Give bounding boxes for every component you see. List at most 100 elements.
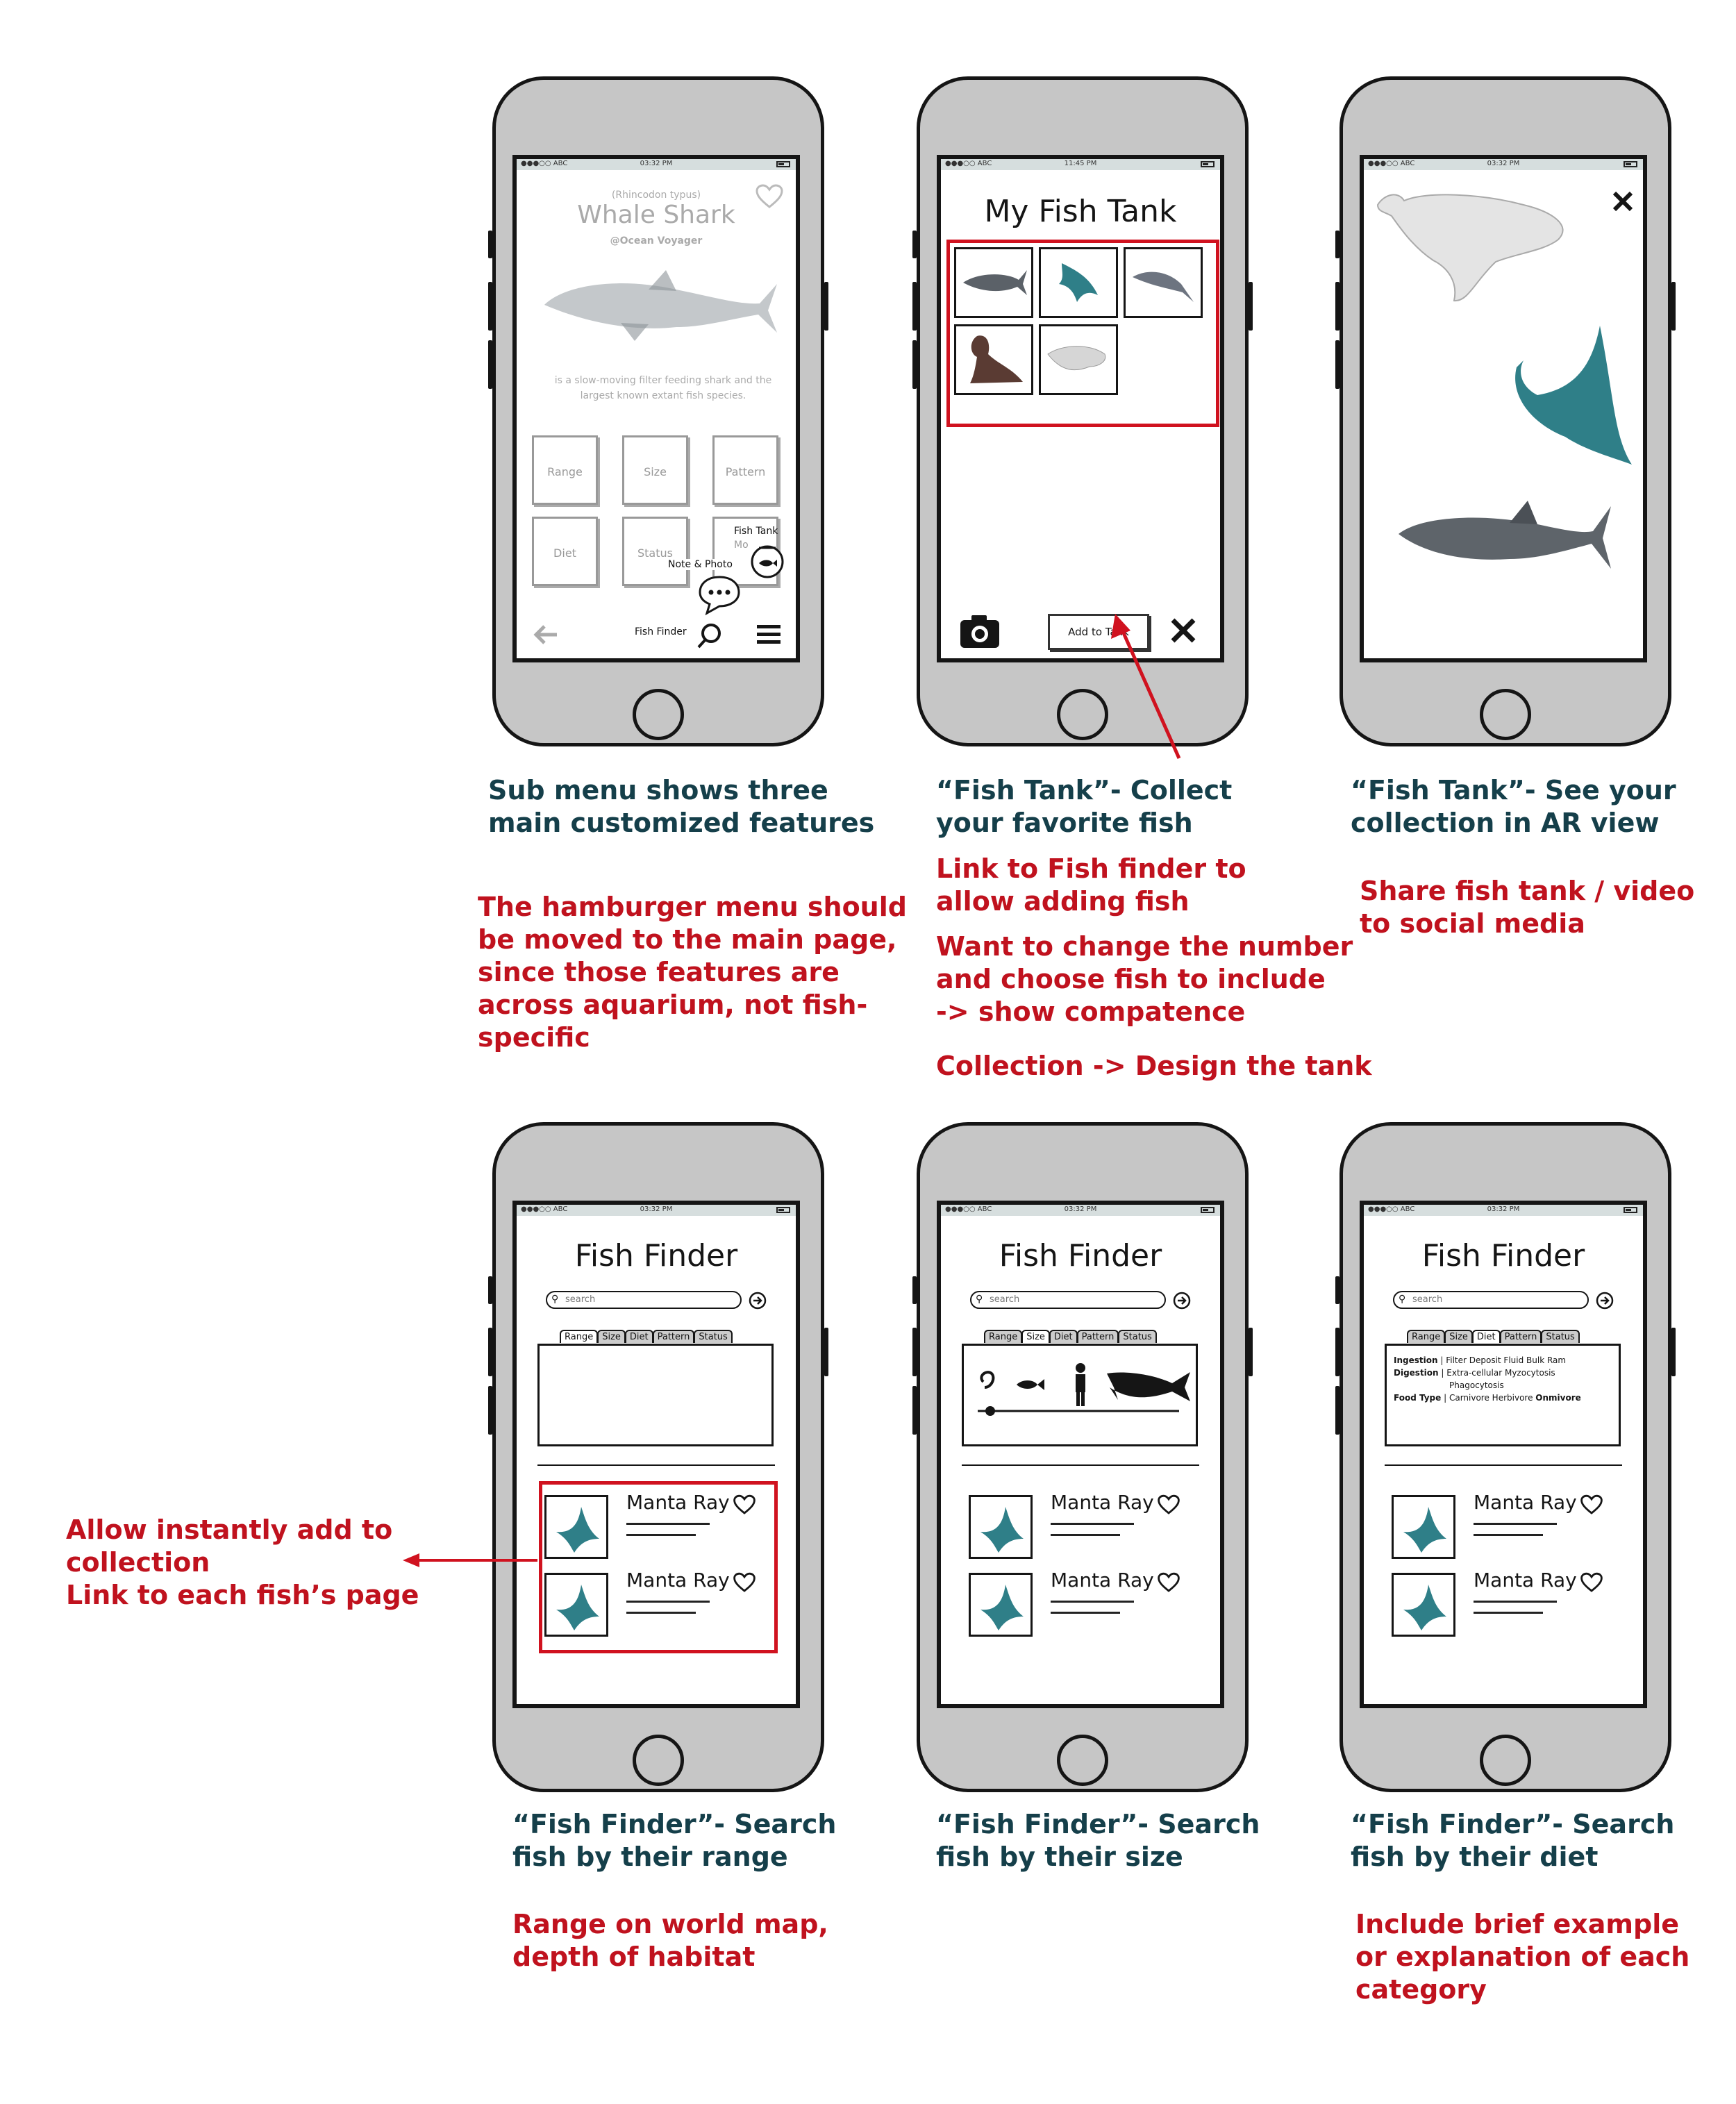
heart-icon[interactable] [1158, 1572, 1180, 1593]
tab-status[interactable]: Status [1118, 1330, 1157, 1343]
search-input[interactable]: ⚲ search [1393, 1291, 1589, 1309]
placeholder-text [1474, 1534, 1543, 1536]
hamburger-menu-icon[interactable] [756, 623, 783, 646]
volume-down-button [488, 1386, 492, 1435]
carrier-label: ●●●○○ ABC [945, 1205, 992, 1213]
heart-icon[interactable] [1580, 1494, 1603, 1515]
food-type-selected[interactable]: Onmivore [1535, 1393, 1581, 1403]
result-name[interactable]: Manta Ray [1051, 1491, 1154, 1514]
tab-size[interactable]: Size [1021, 1330, 1050, 1343]
tank-fish-beluga[interactable] [1039, 324, 1118, 395]
photo-credit: @Ocean Voyager [610, 235, 703, 247]
note-photo-label[interactable]: Note & Photo [668, 559, 733, 570]
battery-icon [1201, 1207, 1215, 1213]
tab-range[interactable]: Range [984, 1330, 1023, 1343]
volume-down-button [488, 340, 492, 389]
camera-icon[interactable] [959, 613, 1001, 649]
diet-button[interactable]: Diet [532, 517, 598, 586]
fish-tank-label[interactable]: Fish Tank [734, 526, 778, 537]
search-input[interactable]: ⚲ search [970, 1291, 1166, 1309]
arrow-right-circle-icon[interactable] [1596, 1292, 1614, 1310]
search-input[interactable]: ⚲ search [546, 1291, 742, 1309]
search-icon[interactable] [696, 621, 724, 649]
human-icon [1076, 1363, 1085, 1406]
result-thumbnail[interactable] [1392, 1495, 1455, 1559]
digestion-options[interactable]: | Extra-cellular Myzocytosis [1441, 1368, 1555, 1378]
tab-pattern[interactable]: Pattern [652, 1330, 695, 1343]
result-thumbnail[interactable] [544, 1495, 608, 1559]
tab-range[interactable]: Range [560, 1330, 599, 1343]
pattern-button[interactable]: Pattern [712, 435, 778, 505]
clock: 03:32 PM [1064, 1205, 1097, 1213]
tab-diet[interactable]: Diet [624, 1330, 653, 1343]
result-name[interactable]: Manta Ray [626, 1569, 730, 1592]
tab-pattern[interactable]: Pattern [1076, 1330, 1119, 1343]
heart-icon[interactable] [733, 1572, 756, 1593]
tank-fish-whale-shark[interactable] [954, 247, 1033, 318]
power-button [1671, 282, 1676, 331]
tab-pattern[interactable]: Pattern [1499, 1330, 1542, 1343]
fishbowl-icon[interactable] [749, 542, 785, 578]
size-slider-handle [985, 1406, 995, 1416]
tank-fish-dolphin[interactable] [1124, 247, 1203, 318]
add-to-tank-button[interactable]: Add to Tank [1048, 614, 1149, 650]
heart-icon[interactable] [733, 1494, 756, 1515]
tab-diet[interactable]: Diet [1471, 1330, 1501, 1343]
home-button[interactable] [633, 1735, 684, 1786]
fish-finder-label[interactable]: Fish Finder [635, 626, 687, 637]
tank-fish-sea-lion[interactable] [954, 324, 1033, 395]
heart-icon[interactable] [1158, 1494, 1180, 1515]
clock: 03:32 PM [1487, 160, 1520, 167]
home-button[interactable] [1057, 689, 1108, 740]
result-thumbnail[interactable] [1392, 1573, 1455, 1637]
arrow-right-circle-icon[interactable] [1173, 1292, 1191, 1310]
heart-icon[interactable] [1580, 1572, 1603, 1593]
tab-diet[interactable]: Diet [1049, 1330, 1078, 1343]
close-icon[interactable] [1611, 190, 1635, 213]
heart-icon[interactable] [756, 184, 783, 209]
result-thumbnail[interactable] [969, 1495, 1033, 1559]
range-button[interactable]: Range [532, 435, 598, 505]
carrier-label: ●●●○○ ABC [945, 160, 992, 167]
fish-description: is a slow-moving filter feeding shark an… [554, 375, 772, 401]
home-button[interactable] [633, 689, 684, 740]
status-bar: ●●●○○ ABC 03:32 PM [941, 1205, 1220, 1216]
result-name[interactable]: Manta Ray [626, 1491, 730, 1514]
result-name[interactable]: Manta Ray [1474, 1491, 1577, 1514]
placeholder-text [626, 1601, 710, 1603]
home-button[interactable] [1480, 689, 1531, 740]
digestion-options-extra[interactable]: Phagocytosis [1449, 1380, 1504, 1390]
size-button[interactable]: Size [622, 435, 688, 505]
status-bar: ●●●○○ ABC 03:32 PM [517, 1205, 796, 1216]
result-thumbnail[interactable] [544, 1573, 608, 1637]
page-title: Fish Finder [1421, 1238, 1585, 1274]
note-instant-add: Allow instantly add to collection Link t… [66, 1514, 419, 1610]
filter-tabs: Range Size Diet Pattern Status [984, 1330, 1157, 1343]
page-title: Fish Finder [574, 1238, 738, 1274]
tab-status[interactable]: Status [694, 1330, 733, 1343]
caption-submenu-title: Sub menu shows three main customized fea… [488, 775, 875, 838]
home-button[interactable] [1057, 1735, 1108, 1786]
tab-size[interactable]: Size [1444, 1330, 1473, 1343]
result-name[interactable]: Manta Ray [1051, 1569, 1154, 1592]
phone-screen: ●●●○○ ABC 03:32 PM Fish Finder ⚲ search … [512, 1201, 800, 1708]
range-filter-panel[interactable] [537, 1344, 774, 1446]
back-arrow-icon[interactable] [532, 623, 560, 646]
result-thumbnail[interactable] [969, 1573, 1033, 1637]
arrow-right-circle-icon[interactable] [749, 1292, 767, 1310]
tank-fish-manta-ray[interactable] [1039, 247, 1118, 318]
home-button[interactable] [1480, 1735, 1531, 1786]
food-type-options[interactable]: | Carnivore Herbivore [1444, 1393, 1533, 1403]
chat-bubble-icon[interactable] [697, 574, 742, 616]
carrier-label: ●●●○○ ABC [1368, 1205, 1415, 1213]
tab-status[interactable]: Status [1541, 1330, 1580, 1343]
status-button[interactable]: Status [622, 517, 688, 586]
close-icon[interactable] [1169, 616, 1198, 645]
tab-range[interactable]: Range [1407, 1330, 1446, 1343]
note-design-tank: Collection -> Design the tank [936, 1051, 1372, 1081]
clock: 03:32 PM [1487, 1205, 1520, 1213]
placeholder-text [1051, 1601, 1134, 1603]
result-name[interactable]: Manta Ray [1474, 1569, 1577, 1592]
tab-size[interactable]: Size [597, 1330, 626, 1343]
ingestion-options[interactable]: | Filter Deposit Fluid Bulk Ram [1440, 1355, 1567, 1365]
